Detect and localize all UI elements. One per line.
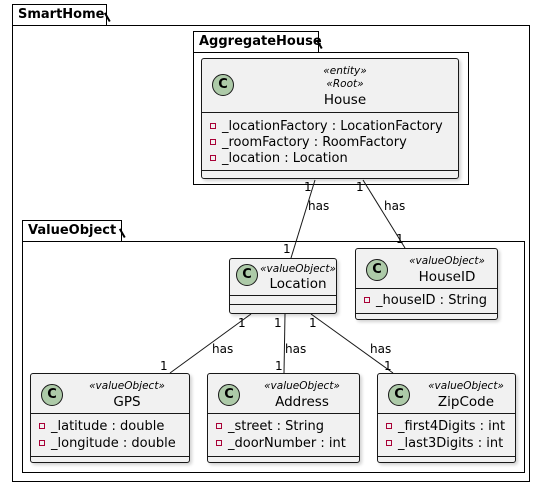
class-location[interactable]: C «valueObject» Location <box>229 258 337 314</box>
class-address[interactable]: C «valueObject» Address _street : String… <box>207 373 360 463</box>
private-icon <box>216 440 222 446</box>
class-divider <box>356 288 497 289</box>
label-house-location: has <box>308 199 330 213</box>
mult-location-address-from: 1 <box>274 316 282 330</box>
package-smarthome-tab: SmartHome <box>12 4 107 26</box>
class-name: ZipCode <box>437 394 495 410</box>
package-valueobject-title: ValueObject <box>28 223 117 238</box>
class-attribute: _latitude : double <box>39 419 164 435</box>
class-divider <box>208 413 359 414</box>
mult-location-gps-to: 1 <box>160 359 168 373</box>
private-icon <box>364 297 370 303</box>
class-icon: C <box>212 74 234 96</box>
class-gps[interactable]: C «valueObject» GPS _latitude : double _… <box>30 373 190 463</box>
class-stereotype-root: «Root» <box>326 78 364 90</box>
relation-location-address <box>283 313 286 374</box>
mult-house-houseid-to: 1 <box>396 232 404 246</box>
class-divider <box>202 112 458 113</box>
label-house-houseid: has <box>384 199 406 213</box>
class-divider <box>208 456 359 457</box>
class-icon: C <box>366 259 388 281</box>
relation-house-houseid <box>362 179 406 249</box>
class-divider <box>378 456 515 457</box>
label-location-gps: has <box>212 342 234 356</box>
class-stereotype: «valueObject» <box>409 255 485 267</box>
package-aggregatehouse-tab: AggregateHouse <box>193 31 322 53</box>
class-icon: C <box>388 384 410 406</box>
class-attribute: _location : Location <box>210 151 348 167</box>
relation-location-gps <box>169 313 252 374</box>
relation-location-zipcode <box>310 313 394 374</box>
class-name: House <box>323 92 367 108</box>
mult-location-gps-from: 1 <box>238 316 246 330</box>
class-name: GPS <box>113 394 141 410</box>
class-attribute: _houseID : String <box>364 293 487 309</box>
class-icon: C <box>41 384 63 406</box>
class-zipcode[interactable]: C «valueObject» ZipCode _first4Digits : … <box>377 373 516 463</box>
class-divider <box>31 413 189 414</box>
class-stereotype-entity: «entity» <box>323 65 367 77</box>
mult-house-location-to: 1 <box>283 242 291 256</box>
class-house[interactable]: C «entity» «Root» House _locationFactory… <box>201 58 459 179</box>
class-attribute: _locationFactory : LocationFactory <box>210 119 443 135</box>
class-name: Location <box>269 276 327 292</box>
class-stereotype: «valueObject» <box>89 380 165 392</box>
class-houseid[interactable]: C «valueObject» HouseID _houseID : Strin… <box>355 248 498 320</box>
private-icon <box>39 423 45 429</box>
class-stereotype: «valueObject» <box>260 263 336 275</box>
label-location-zipcode: has <box>370 342 392 356</box>
class-name: HouseID <box>418 269 476 285</box>
class-attribute: _doorNumber : int <box>216 436 346 452</box>
class-stereotype: «valueObject» <box>264 380 340 392</box>
class-divider <box>31 456 189 457</box>
mult-location-zipcode-from: 1 <box>309 316 317 330</box>
relation-house-location <box>290 179 316 259</box>
class-divider <box>230 295 336 296</box>
mult-location-address-to: 1 <box>275 359 283 373</box>
private-icon <box>386 440 392 446</box>
mult-location-zipcode-to: 1 <box>384 359 392 373</box>
class-attribute: _last3Digits : int <box>386 436 503 452</box>
class-divider <box>230 304 336 305</box>
mult-house-location-from: 1 <box>304 180 312 194</box>
private-icon <box>210 155 216 161</box>
package-aggregatehouse-title: AggregateHouse <box>199 34 322 49</box>
class-icon: C <box>218 384 240 406</box>
class-attribute: _first4Digits : int <box>386 419 505 435</box>
class-divider <box>202 170 458 171</box>
class-icon: C <box>236 264 258 286</box>
class-stereotype: «valueObject» <box>428 380 504 392</box>
class-attribute: _street : String <box>216 419 324 435</box>
label-location-address: has <box>285 342 307 356</box>
mult-house-houseid-from: 1 <box>356 180 364 194</box>
private-icon <box>210 139 216 145</box>
private-icon <box>386 423 392 429</box>
class-divider <box>356 313 497 314</box>
class-divider <box>378 413 515 414</box>
package-valueobject-tab: ValueObject <box>22 220 122 242</box>
package-smarthome-title: SmartHome <box>18 7 105 22</box>
class-name: Address <box>275 394 329 410</box>
class-attribute: _longitude : double <box>39 436 176 452</box>
private-icon <box>216 423 222 429</box>
class-attribute: _roomFactory : RoomFactory <box>210 135 407 151</box>
private-icon <box>210 123 216 129</box>
private-icon <box>39 440 45 446</box>
